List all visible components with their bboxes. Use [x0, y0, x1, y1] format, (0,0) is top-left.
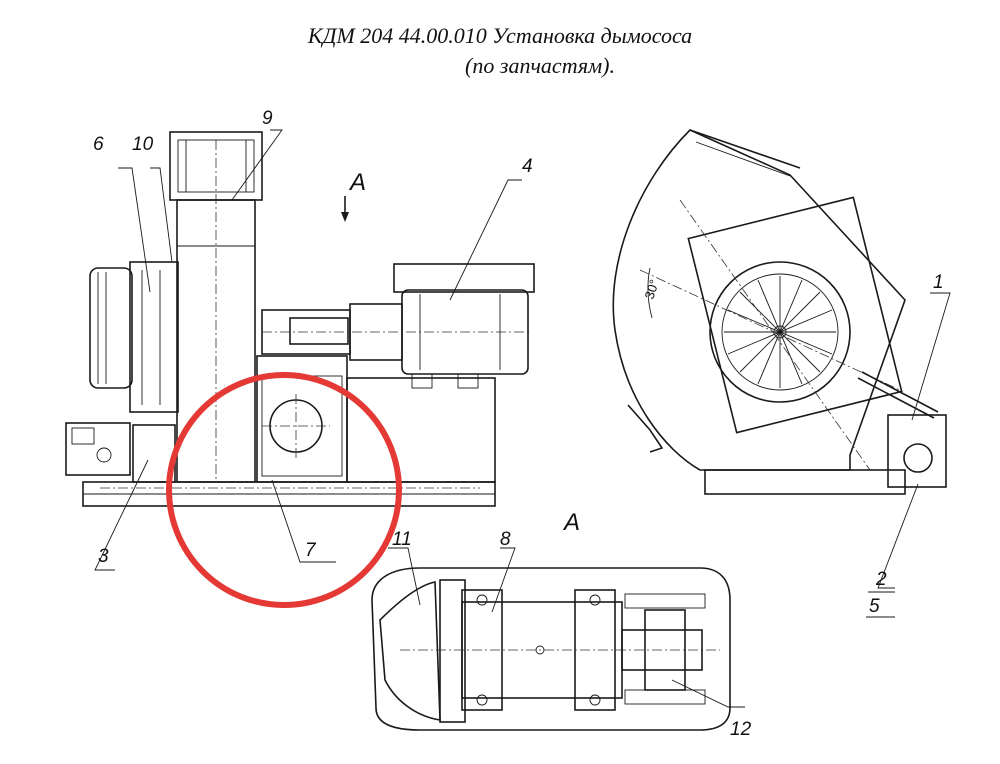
- part-5-damper: [89, 267, 133, 389]
- end-view: [612, 129, 947, 495]
- callout-6: 7: [305, 540, 317, 561]
- part-9-inlet: [129, 261, 179, 413]
- drawing-title-line2: (по запчастям).: [465, 53, 615, 78]
- callout-2: 2: [875, 569, 887, 590]
- angle-label: 30°: [642, 278, 662, 301]
- callout-11: 12: [730, 719, 752, 740]
- volute-casing: [612, 129, 906, 471]
- part-2-drive: [887, 414, 947, 488]
- callout-3: 3: [98, 546, 109, 567]
- callout-9: 10: [132, 134, 154, 155]
- section-label: А: [562, 509, 580, 536]
- highlight-circle: [166, 372, 402, 608]
- callout-5: 6: [93, 134, 104, 155]
- callout-7: 8: [500, 529, 511, 550]
- impeller-blades: [724, 276, 836, 388]
- view-arrow-label: А: [348, 169, 366, 196]
- callout-1: 1: [933, 272, 944, 293]
- part-1-rod: [861, 371, 939, 413]
- callout-12: 5: [869, 596, 880, 617]
- section-outline: [371, 567, 731, 731]
- leader-lines: [94, 129, 951, 708]
- callout-10: 11: [392, 529, 412, 550]
- side-view: [65, 131, 535, 507]
- motor-top: [393, 263, 535, 293]
- drawing-title-line1: КДМ 204 44.00.010 Установка дымососа: [307, 23, 693, 48]
- callout-8: 9: [262, 108, 273, 129]
- part-10-hub: [379, 581, 441, 721]
- section-a: [371, 567, 731, 731]
- callout-4: 4: [522, 156, 533, 177]
- impeller: [709, 261, 851, 403]
